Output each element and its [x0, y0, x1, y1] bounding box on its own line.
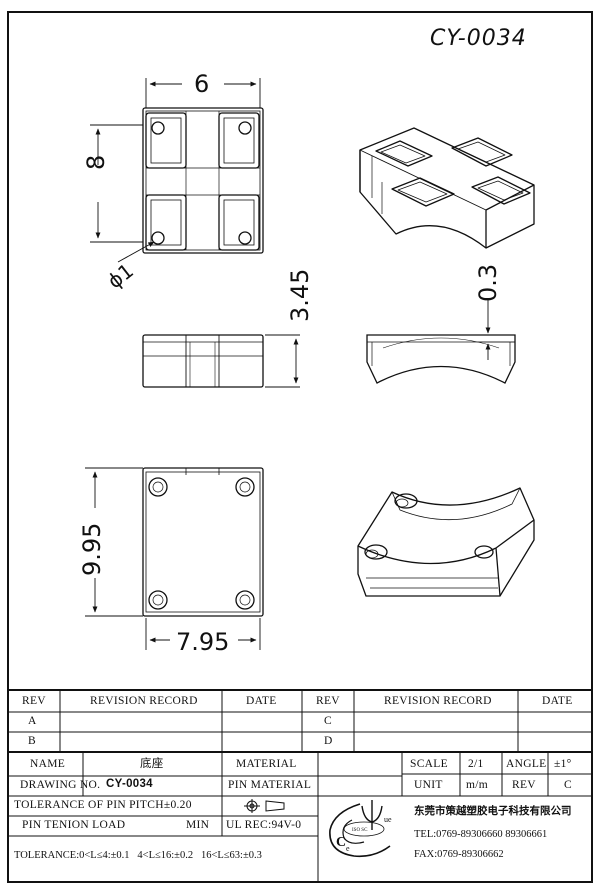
- rev-header-1: REV: [22, 695, 46, 707]
- company-fax: FAX:0769-89306662: [414, 849, 504, 860]
- unit-value: m/m: [466, 779, 488, 791]
- rev-row-a: A: [28, 715, 37, 727]
- svg-text:C: C: [336, 835, 346, 850]
- unit-label: UNIT: [414, 779, 443, 791]
- pin-tenion-unit: MIN: [186, 819, 210, 831]
- drawing-number-title: CY-0034: [430, 26, 527, 51]
- rev-header-2: REV: [316, 695, 340, 707]
- pin-tenion-label: PIN TENION LOAD: [22, 819, 126, 831]
- top-view: [142, 107, 264, 254]
- revision-record-header-1: REVISION RECORD: [90, 695, 198, 707]
- front-view-dimensions: [265, 334, 300, 388]
- company-logo: C e ue ISO SC: [329, 800, 392, 858]
- date-header-1: DATE: [246, 695, 277, 707]
- dim-side-offset: 0.3: [474, 263, 502, 302]
- iso-view-bottom: [357, 487, 535, 597]
- bottom-view: [142, 467, 264, 617]
- date-header-2: DATE: [542, 695, 573, 707]
- scale-label: SCALE: [410, 758, 448, 770]
- rev-value: C: [564, 779, 572, 791]
- title-block-lines: [8, 752, 592, 882]
- dim-bottom-height: 9.95: [78, 522, 106, 576]
- material-label: MATERIAL: [236, 758, 297, 770]
- dim-side-height: 3.45: [286, 268, 314, 322]
- projection-symbol: [244, 799, 285, 813]
- company-tel: TEL:0769-89306660 89306661: [414, 829, 548, 840]
- drawing-no-label: DRAWING NO.: [20, 779, 101, 791]
- svg-text:ISO SC: ISO SC: [352, 828, 368, 833]
- dim-top-height: 8: [82, 154, 110, 170]
- scale-value: 2/1: [468, 758, 484, 770]
- tolerance-pitch: TOLERANCE OF PIN PITCH±0.20: [14, 799, 192, 811]
- rev-row-b: B: [28, 735, 36, 747]
- rev-row-c: C: [324, 715, 332, 727]
- side-view-dimensions: [478, 300, 515, 360]
- revision-record-header-2: REVISION RECORD: [384, 695, 492, 707]
- ul-rec: UL REC:94V-0: [226, 819, 302, 831]
- svg-text:ue: ue: [384, 815, 392, 824]
- svg-text:e: e: [346, 844, 350, 853]
- angle-label: ANGLE: [506, 758, 547, 770]
- company-name: 东莞市策越塑胶电子科技有限公司: [414, 805, 572, 817]
- dim-top-width: 6: [194, 70, 210, 98]
- angle-value: ±1°: [554, 758, 572, 770]
- iso-view-top: [359, 127, 535, 249]
- drawing-no-value: CY-0034: [106, 778, 153, 790]
- tolerance-line: TOLERANCE:0<L≤4:±0.1 4<L≤16:±0.2 16<L≤63…: [14, 850, 262, 861]
- bottom-view-dimensions: [85, 467, 261, 650]
- rev-row-d: D: [324, 735, 333, 747]
- pin-material-label: PIN MATERIAL: [228, 779, 312, 791]
- rev-label: REV: [512, 779, 536, 791]
- top-view-dimensions: [90, 78, 261, 263]
- name-label: NAME: [30, 758, 66, 770]
- sheet-border: [7, 11, 593, 883]
- front-view: [142, 334, 264, 388]
- name-value: 底座: [140, 756, 164, 770]
- revision-table-lines: [8, 689, 592, 753]
- dim-bottom-width: 7.95: [176, 628, 230, 656]
